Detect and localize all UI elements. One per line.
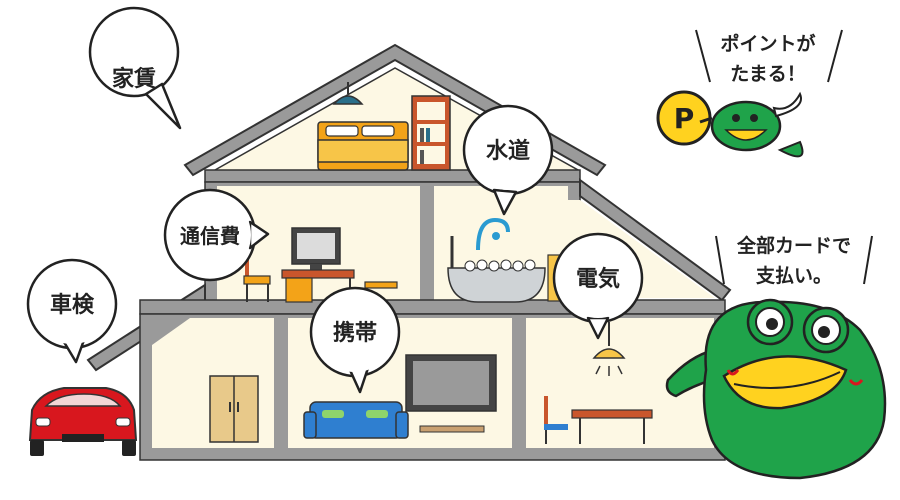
- red-car: [28, 387, 138, 456]
- small-mascot-line2: たまる！: [730, 63, 805, 85]
- bubble-rent-label: 家賃: [112, 66, 156, 92]
- point-badge-label: P: [674, 102, 695, 135]
- dining-area: [544, 322, 653, 444]
- big-mascot-line1: 全部カードで: [736, 234, 851, 257]
- sofa: [303, 401, 409, 439]
- big-mascot: 全部カードで 支払い。: [665, 234, 887, 480]
- bubble-rent: 家賃: [88, 6, 182, 130]
- bubble-mobile-label: 携帯: [333, 320, 377, 346]
- bubble-electric: 電気: [552, 232, 644, 340]
- small-mascot: ポイントが たまる！ P: [656, 29, 843, 158]
- computer-desk: [243, 227, 398, 303]
- ceiling-lamp-attic: [332, 82, 364, 105]
- television: [405, 354, 497, 433]
- bookshelf: [411, 95, 451, 171]
- bed: [317, 121, 409, 171]
- big-mascot-line2: 支払い。: [755, 265, 832, 287]
- bubble-electric-label: 電気: [576, 266, 620, 292]
- bubble-water: 水道: [462, 104, 554, 216]
- upper-roof: [183, 43, 607, 177]
- bubble-car-inspection: 車検: [26, 258, 118, 364]
- bubble-telecom-label: 通信費: [180, 224, 240, 248]
- bubble-water-label: 水道: [486, 138, 530, 164]
- small-mascot-line1: ポイントが: [720, 32, 815, 55]
- bubble-car-inspection-label: 車検: [50, 293, 95, 318]
- wardrobe: [209, 375, 259, 443]
- bubble-mobile: 携帯: [309, 286, 401, 394]
- bubble-telecom: 通信費: [163, 188, 270, 282]
